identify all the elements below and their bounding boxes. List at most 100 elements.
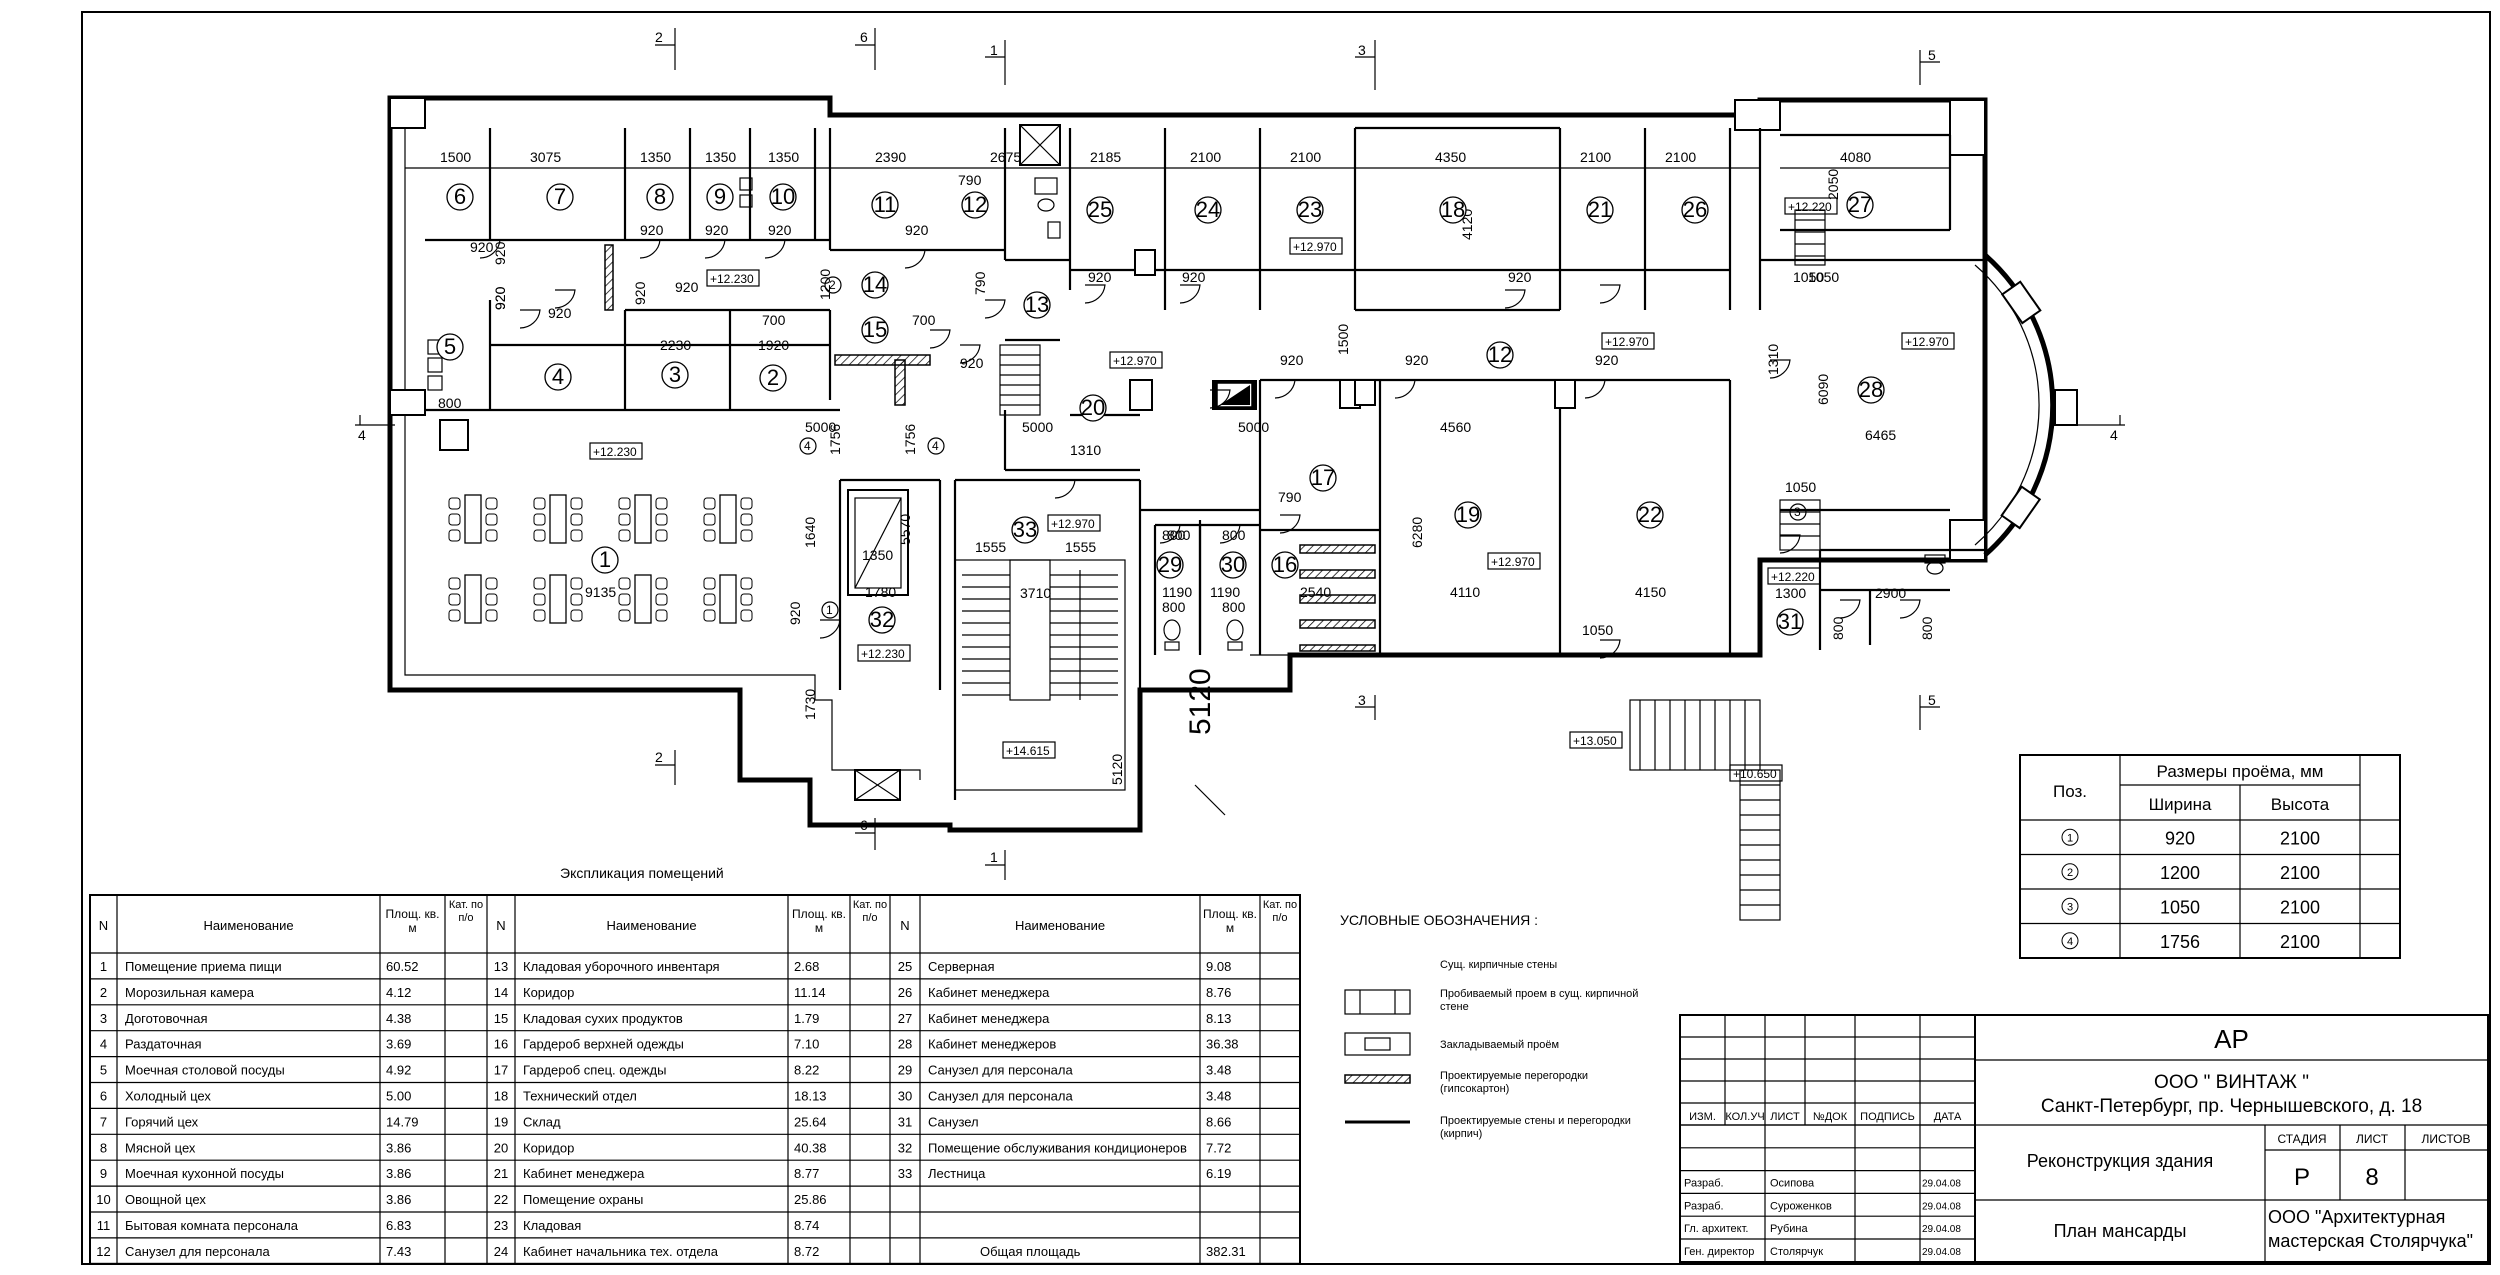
sheet-frame bbox=[81, 11, 2491, 1265]
dim: 1190 bbox=[1162, 584, 1192, 600]
explication-cell-n: 19 bbox=[494, 1114, 508, 1129]
explication-cell-name: Коридор bbox=[523, 985, 574, 1000]
explication-total-value: 382.31 bbox=[1206, 1244, 1246, 1259]
explication-cell-n: 2 bbox=[100, 985, 107, 1000]
room-number: 26 bbox=[1683, 197, 1707, 222]
dim: 1920 bbox=[758, 337, 789, 353]
opening-pos-circle bbox=[2061, 897, 2079, 915]
chair-icon bbox=[740, 497, 753, 510]
room-number: 2 bbox=[767, 365, 779, 390]
room-number: 7 bbox=[554, 184, 566, 209]
door-swing-icon bbox=[1779, 534, 1801, 554]
door-swing-icon bbox=[554, 289, 576, 309]
explication-cell-area: 8.77 bbox=[794, 1166, 819, 1181]
staircase-27 bbox=[1794, 209, 1826, 266]
room-number: 17 bbox=[1311, 465, 1335, 490]
dim: 920 bbox=[492, 241, 508, 265]
explication-cell-name: Моечная кухонной посуды bbox=[125, 1166, 284, 1181]
explication-cell-area: 3.69 bbox=[386, 1037, 411, 1052]
explication-cell-n: 30 bbox=[898, 1089, 912, 1104]
title-address: Санкт-Петербург, пр. Чернышевского, д. 1… bbox=[2041, 1096, 2422, 1117]
explication-cell-name: Холодный цех bbox=[125, 1089, 211, 1104]
explication-cell-n: 27 bbox=[898, 1011, 912, 1026]
room-number: 18 bbox=[1441, 197, 1465, 222]
door-swing-icon bbox=[1839, 599, 1861, 619]
room-number-circle bbox=[961, 191, 989, 219]
opening-pos: 4 bbox=[2067, 936, 2073, 948]
explication-cell-area: 25.86 bbox=[794, 1192, 827, 1207]
explication-cell-n: 29 bbox=[898, 1063, 912, 1078]
dim-top: 1350 bbox=[705, 149, 736, 165]
room-number: 13 bbox=[1025, 292, 1049, 317]
dim: 800 bbox=[1830, 616, 1846, 640]
explication-header-area: Площ. кв. м bbox=[1203, 907, 1257, 935]
room-number-circle bbox=[868, 606, 896, 634]
chair-icon bbox=[533, 609, 546, 622]
room-number-circle bbox=[1194, 196, 1222, 224]
dim: 920 bbox=[1405, 352, 1429, 368]
explication-cell-area: 3.48 bbox=[1206, 1063, 1231, 1078]
opening-width: 1200 bbox=[2160, 863, 2200, 883]
floor-plan: 2 6 1 3 5 4 4 2 3 5 6 1 1500 3075 1350 1… bbox=[355, 28, 2125, 921]
explication-cell-area: 8.22 bbox=[794, 1063, 819, 1078]
explication-cell-n: 6 bbox=[100, 1089, 107, 1104]
explication-cell-name: Серверная bbox=[928, 959, 995, 974]
chair-icon bbox=[448, 577, 461, 590]
door-swing-icon bbox=[1159, 524, 1181, 544]
section-mark-4-left: 4 bbox=[358, 427, 366, 443]
chair-icon bbox=[703, 529, 716, 542]
room-number: 3 bbox=[669, 362, 681, 387]
level-mark: +12.230 bbox=[710, 272, 754, 286]
dim: 920 bbox=[548, 305, 572, 321]
room-number-circle bbox=[544, 363, 572, 391]
explication-cell-name: Кабинет менеджера bbox=[928, 1011, 1050, 1026]
dim: 6090 bbox=[1815, 374, 1831, 405]
room-number-circle bbox=[1156, 551, 1184, 579]
room-number-circle bbox=[436, 333, 464, 361]
door-swing-icon bbox=[1209, 389, 1231, 409]
dim-top: 2100 bbox=[1580, 149, 1611, 165]
chair-icon bbox=[485, 529, 498, 542]
chair-icon bbox=[533, 593, 546, 606]
dim-top: 1350 bbox=[768, 149, 799, 165]
section-mark-6-bottom: 6 bbox=[860, 817, 868, 833]
chair-icon bbox=[618, 609, 631, 622]
room-number: 27 bbox=[1848, 192, 1872, 217]
room-number-circle bbox=[1857, 376, 1885, 404]
legend-item-brick: Сущ. кирпичные стены bbox=[1440, 959, 1557, 971]
explication-cell-n: 32 bbox=[898, 1140, 912, 1155]
title-sheets-label: ЛИСТОВ bbox=[2422, 1132, 2471, 1146]
room-number-circle bbox=[591, 546, 619, 574]
dim: 920 bbox=[705, 222, 729, 238]
title-person-role: Ген. директор bbox=[1684, 1246, 1754, 1258]
chair-icon bbox=[570, 497, 583, 510]
explication-cell-n: 11 bbox=[97, 1218, 111, 1233]
section-mark-3-top: 3 bbox=[1358, 42, 1366, 58]
dimensions-top: 1500 3075 1350 1350 1350 2390 2675 2185 … bbox=[405, 149, 1950, 169]
chair-icon bbox=[533, 529, 546, 542]
title-sheet: 8 bbox=[2365, 1164, 2378, 1191]
explication-cell-name: Склад bbox=[523, 1114, 561, 1129]
level-mark: +12.220 bbox=[1771, 570, 1815, 584]
explication-cell-area: 4.38 bbox=[386, 1011, 411, 1026]
chair-icon bbox=[485, 609, 498, 622]
chair-icon bbox=[448, 497, 461, 510]
level-mark: +13.050 bbox=[1573, 734, 1617, 748]
dim-top: 2100 bbox=[1665, 149, 1696, 165]
chair-icon bbox=[570, 529, 583, 542]
explication-cell-area: 3.86 bbox=[386, 1166, 411, 1181]
explication-cell-area: 36.38 bbox=[1206, 1037, 1239, 1052]
explication-cell-name: Кабинет менеджеров bbox=[928, 1037, 1056, 1052]
dining-table bbox=[549, 574, 567, 624]
title-header-col: ПОДПИСЬ bbox=[1860, 1111, 1915, 1123]
door-swing-icon bbox=[519, 309, 541, 329]
dimensions-other: 920 920 920 920 920 920 700 700 790 1920… bbox=[438, 169, 1935, 785]
door-swing-icon bbox=[1084, 284, 1106, 304]
room-number-circle bbox=[1636, 501, 1664, 529]
explication-cell-area: 8.13 bbox=[1206, 1011, 1231, 1026]
room-number: 1 bbox=[599, 547, 611, 572]
explication-cell-name: Санузел для персонала bbox=[928, 1063, 1073, 1078]
dining-table bbox=[464, 574, 482, 624]
title-designer: ООО "Архитектурная мастерская Столярчука… bbox=[2268, 1207, 2474, 1251]
